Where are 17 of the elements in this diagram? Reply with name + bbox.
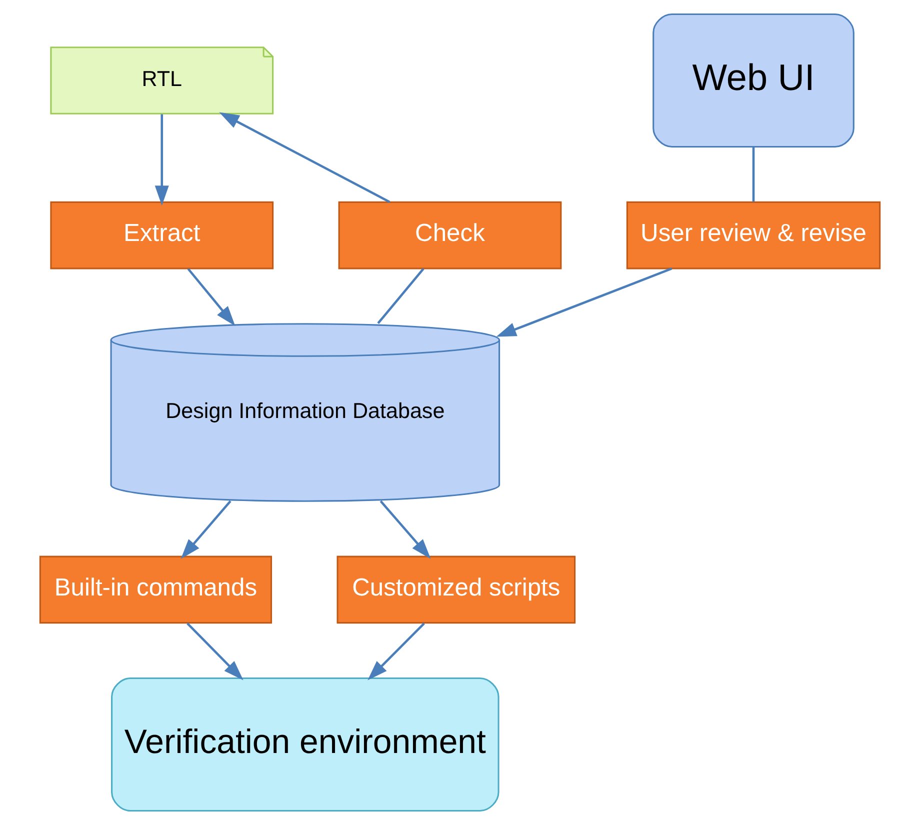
node-box: Customized scripts [336, 556, 576, 624]
arrow [186, 622, 243, 680]
connector [376, 268, 424, 324]
arrow [186, 268, 235, 326]
arrow [496, 268, 672, 337]
node-box: User review & revise [626, 201, 880, 270]
node-box: Verification environment [110, 678, 499, 812]
arrow [379, 500, 430, 559]
node-box: Web UI [652, 13, 854, 148]
arrow [367, 622, 424, 680]
arrow [180, 500, 231, 559]
arrow [154, 114, 168, 206]
arrow [218, 112, 390, 204]
node-box: Check [338, 201, 562, 270]
node-box: Built-in commands [38, 556, 272, 624]
connector [752, 146, 754, 202]
node-box: Extract [50, 201, 274, 270]
